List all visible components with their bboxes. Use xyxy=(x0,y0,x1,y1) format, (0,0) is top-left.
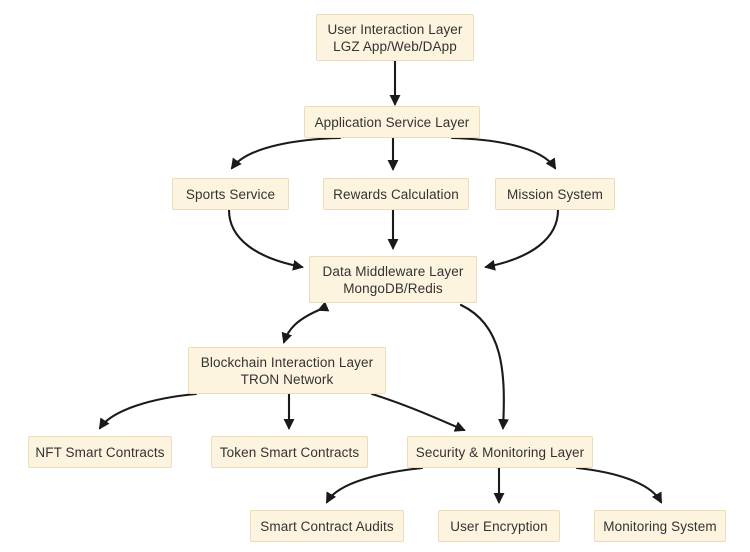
node-label-line1: NFT Smart Contracts xyxy=(35,444,165,460)
node-label-line1: Mission System xyxy=(507,186,603,202)
edge-security-monitoring-to-smart-contract-audits xyxy=(325,466,424,504)
node-label-line1: Sports Service xyxy=(185,186,276,202)
node-label-line2: MongoDB/Redis xyxy=(343,280,443,296)
node-label-line1: Smart Contract Audits xyxy=(260,518,394,534)
edge-sports-service-to-data-middleware xyxy=(227,208,304,271)
node-label-line1: Rewards Calculation xyxy=(333,186,459,202)
node-label-line1: Data Middleware Layer xyxy=(322,263,464,279)
node-label-line1: Application Service Layer xyxy=(314,114,470,130)
edge-application-service-to-sports-service xyxy=(230,136,342,170)
node-sports-service[interactable]: Sports Service xyxy=(172,178,289,210)
node-monitoring-system[interactable]: Monitoring System xyxy=(594,510,726,542)
node-token-smart-contracts[interactable]: Token Smart Contracts xyxy=(211,436,368,468)
node-rewards-calculation[interactable]: Rewards Calculation xyxy=(323,178,469,210)
node-data-middleware-layer[interactable]: Data Middleware Layer MongoDB/Redis xyxy=(309,256,477,303)
node-nft-smart-contracts[interactable]: NFT Smart Contracts xyxy=(28,436,172,468)
node-application-service-layer[interactable]: Application Service Layer xyxy=(304,106,480,138)
node-user-interaction-layer[interactable]: User Interaction Layer LGZ App/Web/DApp xyxy=(316,14,474,61)
node-label-line2: LGZ App/Web/DApp xyxy=(333,38,457,54)
node-label-line1: Token Smart Contracts xyxy=(219,444,360,460)
edge-application-service-to-mission-system xyxy=(450,136,557,170)
node-label-line2: TRON Network xyxy=(240,371,334,387)
edge-mission-system-to-data-middleware xyxy=(484,208,560,271)
edge-data-middleware-to-blockchain-interaction xyxy=(281,301,330,344)
node-label-line1: Security & Monitoring Layer xyxy=(415,444,585,460)
node-label-line1: User Encryption xyxy=(450,518,548,534)
node-mission-system[interactable]: Mission System xyxy=(495,178,615,210)
node-blockchain-interaction-layer[interactable]: Blockchain Interaction Layer TRON Networ… xyxy=(188,347,386,394)
node-smart-contract-audits[interactable]: Smart Contract Audits xyxy=(250,510,404,542)
node-label-line1: User Interaction Layer xyxy=(327,21,463,37)
node-security-monitoring-layer[interactable]: Security & Monitoring Layer xyxy=(407,436,593,468)
node-label-line1: Blockchain Interaction Layer xyxy=(200,354,374,370)
edge-blockchain-interaction-to-nft-smart-contracts xyxy=(98,392,198,430)
node-user-encryption[interactable]: User Encryption xyxy=(438,510,560,542)
edge-data-middleware-to-security-monitoring xyxy=(459,303,509,430)
edge-blockchain-interaction-to-security-monitoring xyxy=(370,392,466,432)
edge-security-monitoring-to-monitoring-system xyxy=(575,466,663,504)
node-label-line1: Monitoring System xyxy=(603,518,717,534)
